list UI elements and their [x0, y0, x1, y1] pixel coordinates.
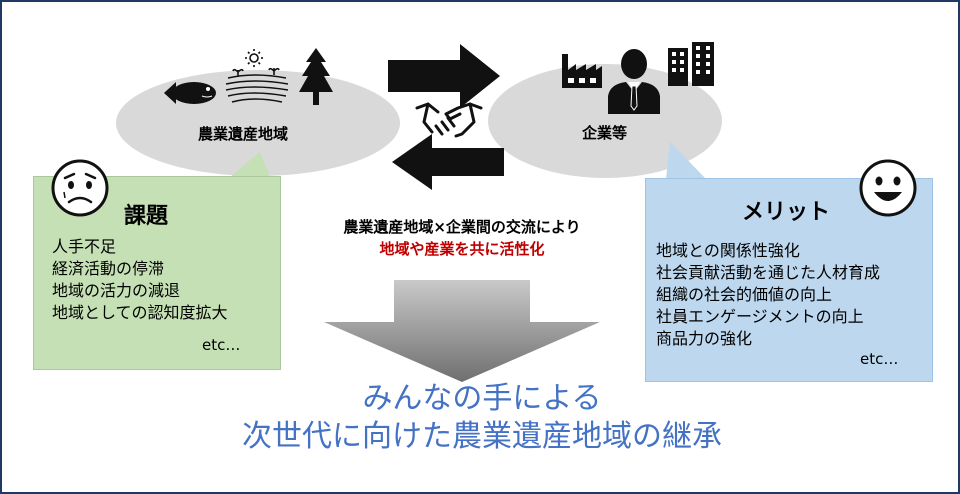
farm-region-label: 農業遺産地域	[198, 125, 289, 143]
issue-item: 経済活動の停滞	[52, 259, 165, 278]
conclusion-line1: みんなの手による	[362, 381, 602, 416]
smiling-face-icon	[859, 159, 917, 217]
arrow-right-icon	[388, 44, 500, 108]
arrow-left-icon	[392, 134, 504, 190]
fish-icon	[164, 82, 216, 104]
issues-title: 課題	[124, 204, 169, 229]
conclusion-text: みんなの手による 次世代に向けた農業遺産地域の継承	[152, 380, 812, 456]
exchange-caption-line1: 農業遺産地域×企業間の交流により	[343, 218, 581, 236]
merits-list: 地域との関係性強化 社会貢献活動を通じた人材育成 組織の社会的価値の向上 社員エ…	[656, 240, 880, 350]
issue-item: 地域の活力の減退	[52, 281, 181, 300]
buildings-icon	[668, 42, 714, 86]
companies-label: 企業等	[582, 124, 628, 142]
issue-item: 人手不足	[52, 237, 117, 256]
issue-item: 地域としての認知度拡大	[52, 303, 228, 322]
businessman-icon	[608, 49, 660, 114]
merits-title: メリット	[742, 200, 831, 225]
issues-list: 人手不足 経済活動の停滞 地域の活力の減退 地域としての認知度拡大	[52, 236, 228, 324]
factory-icon	[562, 54, 602, 88]
worried-face-icon	[51, 159, 109, 217]
merit-item: 地域との関係性強化	[656, 241, 800, 260]
exchange-caption: 農業遺産地域×企業間の交流により 地域や産業を共に活性化	[302, 216, 622, 260]
exchange-caption-line2: 地域や産業を共に活性化	[379, 240, 545, 258]
merit-item: 社員エンゲージメントの向上	[656, 307, 864, 326]
issues-etc: etc…	[202, 336, 241, 354]
handshake-icon	[415, 102, 483, 138]
merit-item: 社会貢献活動を通じた人材育成	[656, 263, 881, 282]
conclusion-line2: 次世代に向けた農業遺産地域の継承	[242, 419, 722, 454]
merits-etc: etc…	[860, 350, 899, 368]
merit-item: 組織の社会的価値の向上	[656, 285, 833, 304]
field-sun-icon	[225, 49, 289, 103]
tree-icon	[299, 48, 333, 105]
merit-item: 商品力の強化	[656, 329, 753, 348]
down-arrow-icon	[324, 280, 600, 382]
